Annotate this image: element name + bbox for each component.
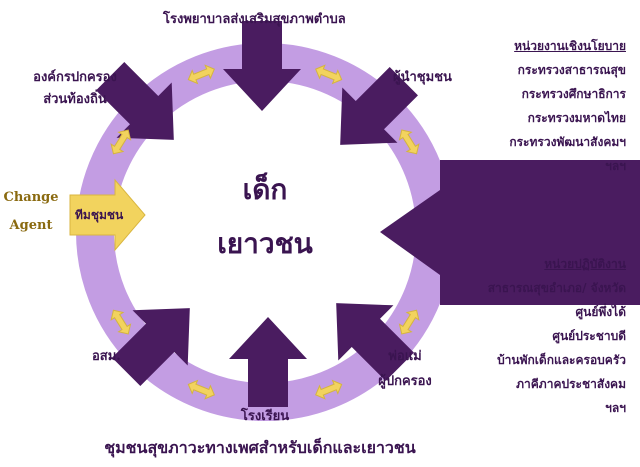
policy-item: กระทรวงพัฒนาสังคมฯ bbox=[509, 135, 626, 149]
double-arrow-icon bbox=[187, 64, 215, 85]
label-hospital: โรงพยาบาลส่งเสริมสุขภาพตำบล bbox=[163, 12, 346, 27]
label-agent: Agent bbox=[9, 218, 53, 233]
policy-list: หน่วยงานเชิงนโยบาย กระทรวงสาธารณสุข กระท… bbox=[509, 34, 626, 178]
label-school: โรงเรียน bbox=[240, 409, 290, 424]
label-community-team: ทีมชุมชน bbox=[75, 208, 124, 222]
arrow-local-gov bbox=[96, 62, 174, 140]
double-arrow-icon bbox=[315, 64, 343, 85]
operations-item: ฯลฯ bbox=[605, 401, 626, 415]
label-local-gov-2: ส่วนท้องถิ่น bbox=[43, 92, 107, 107]
operations-item: ภาคีภาคประชาสังคม bbox=[516, 377, 626, 391]
label-parents-1: พ่อแม่ bbox=[388, 349, 422, 364]
label-local-gov-1: องค์กรปกครอง bbox=[33, 70, 117, 85]
arrow-vhv bbox=[112, 308, 190, 386]
label-change: Change bbox=[3, 190, 59, 205]
double-arrow-icon bbox=[110, 309, 132, 335]
center-label-youth: เยาวชน bbox=[217, 227, 313, 260]
operations-item: สาธารณสุขอำเภอ/ จังหวัด bbox=[487, 281, 626, 295]
center-label-children: เด็ก bbox=[242, 173, 288, 206]
arrow-hospital bbox=[223, 21, 301, 111]
label-parents-2: ผู้ปกครอง bbox=[378, 374, 432, 389]
label-community-leader: ผู้นำชุมชน bbox=[393, 70, 452, 85]
policy-big-arrow bbox=[380, 160, 640, 305]
arrow-school bbox=[229, 317, 307, 407]
operations-list: หน่วยปฏิบัติงาน สาธารณสุขอำเภอ/ จังหวัด … bbox=[488, 252, 626, 420]
double-arrow-icon bbox=[398, 309, 420, 335]
double-arrow-icon bbox=[398, 129, 420, 155]
operations-item: ศูนย์ประชาบดี bbox=[552, 329, 626, 343]
policy-item: ฯลฯ bbox=[605, 159, 626, 173]
double-arrow-icon bbox=[187, 379, 215, 400]
arrow-community-leader bbox=[340, 67, 418, 145]
policy-item: กระทรวงศึกษาธิการ bbox=[521, 87, 626, 101]
double-arrow-icon bbox=[110, 129, 132, 155]
operations-heading: หน่วยปฏิบัติงาน bbox=[544, 257, 626, 271]
label-vhv: อสม. bbox=[92, 349, 121, 364]
double-arrow-icon bbox=[315, 379, 343, 400]
policy-item: กระทรวงสาธารณสุข bbox=[517, 63, 626, 77]
operations-item: บ้านพักเด็กและครอบครัว bbox=[497, 353, 626, 367]
diagram-title: ชุมชนสุขภาวะทางเพศสำหรับเด็กและเยาวชน bbox=[104, 438, 416, 457]
policy-heading: หน่วยงานเชิงนโยบาย bbox=[514, 39, 626, 53]
policy-item: กระทรวงมหาดไทย bbox=[527, 111, 626, 125]
operations-item: ศูนย์พึ่งได้ bbox=[575, 305, 626, 319]
arrow-parents bbox=[336, 303, 414, 381]
community-team-arrow bbox=[69, 178, 146, 252]
